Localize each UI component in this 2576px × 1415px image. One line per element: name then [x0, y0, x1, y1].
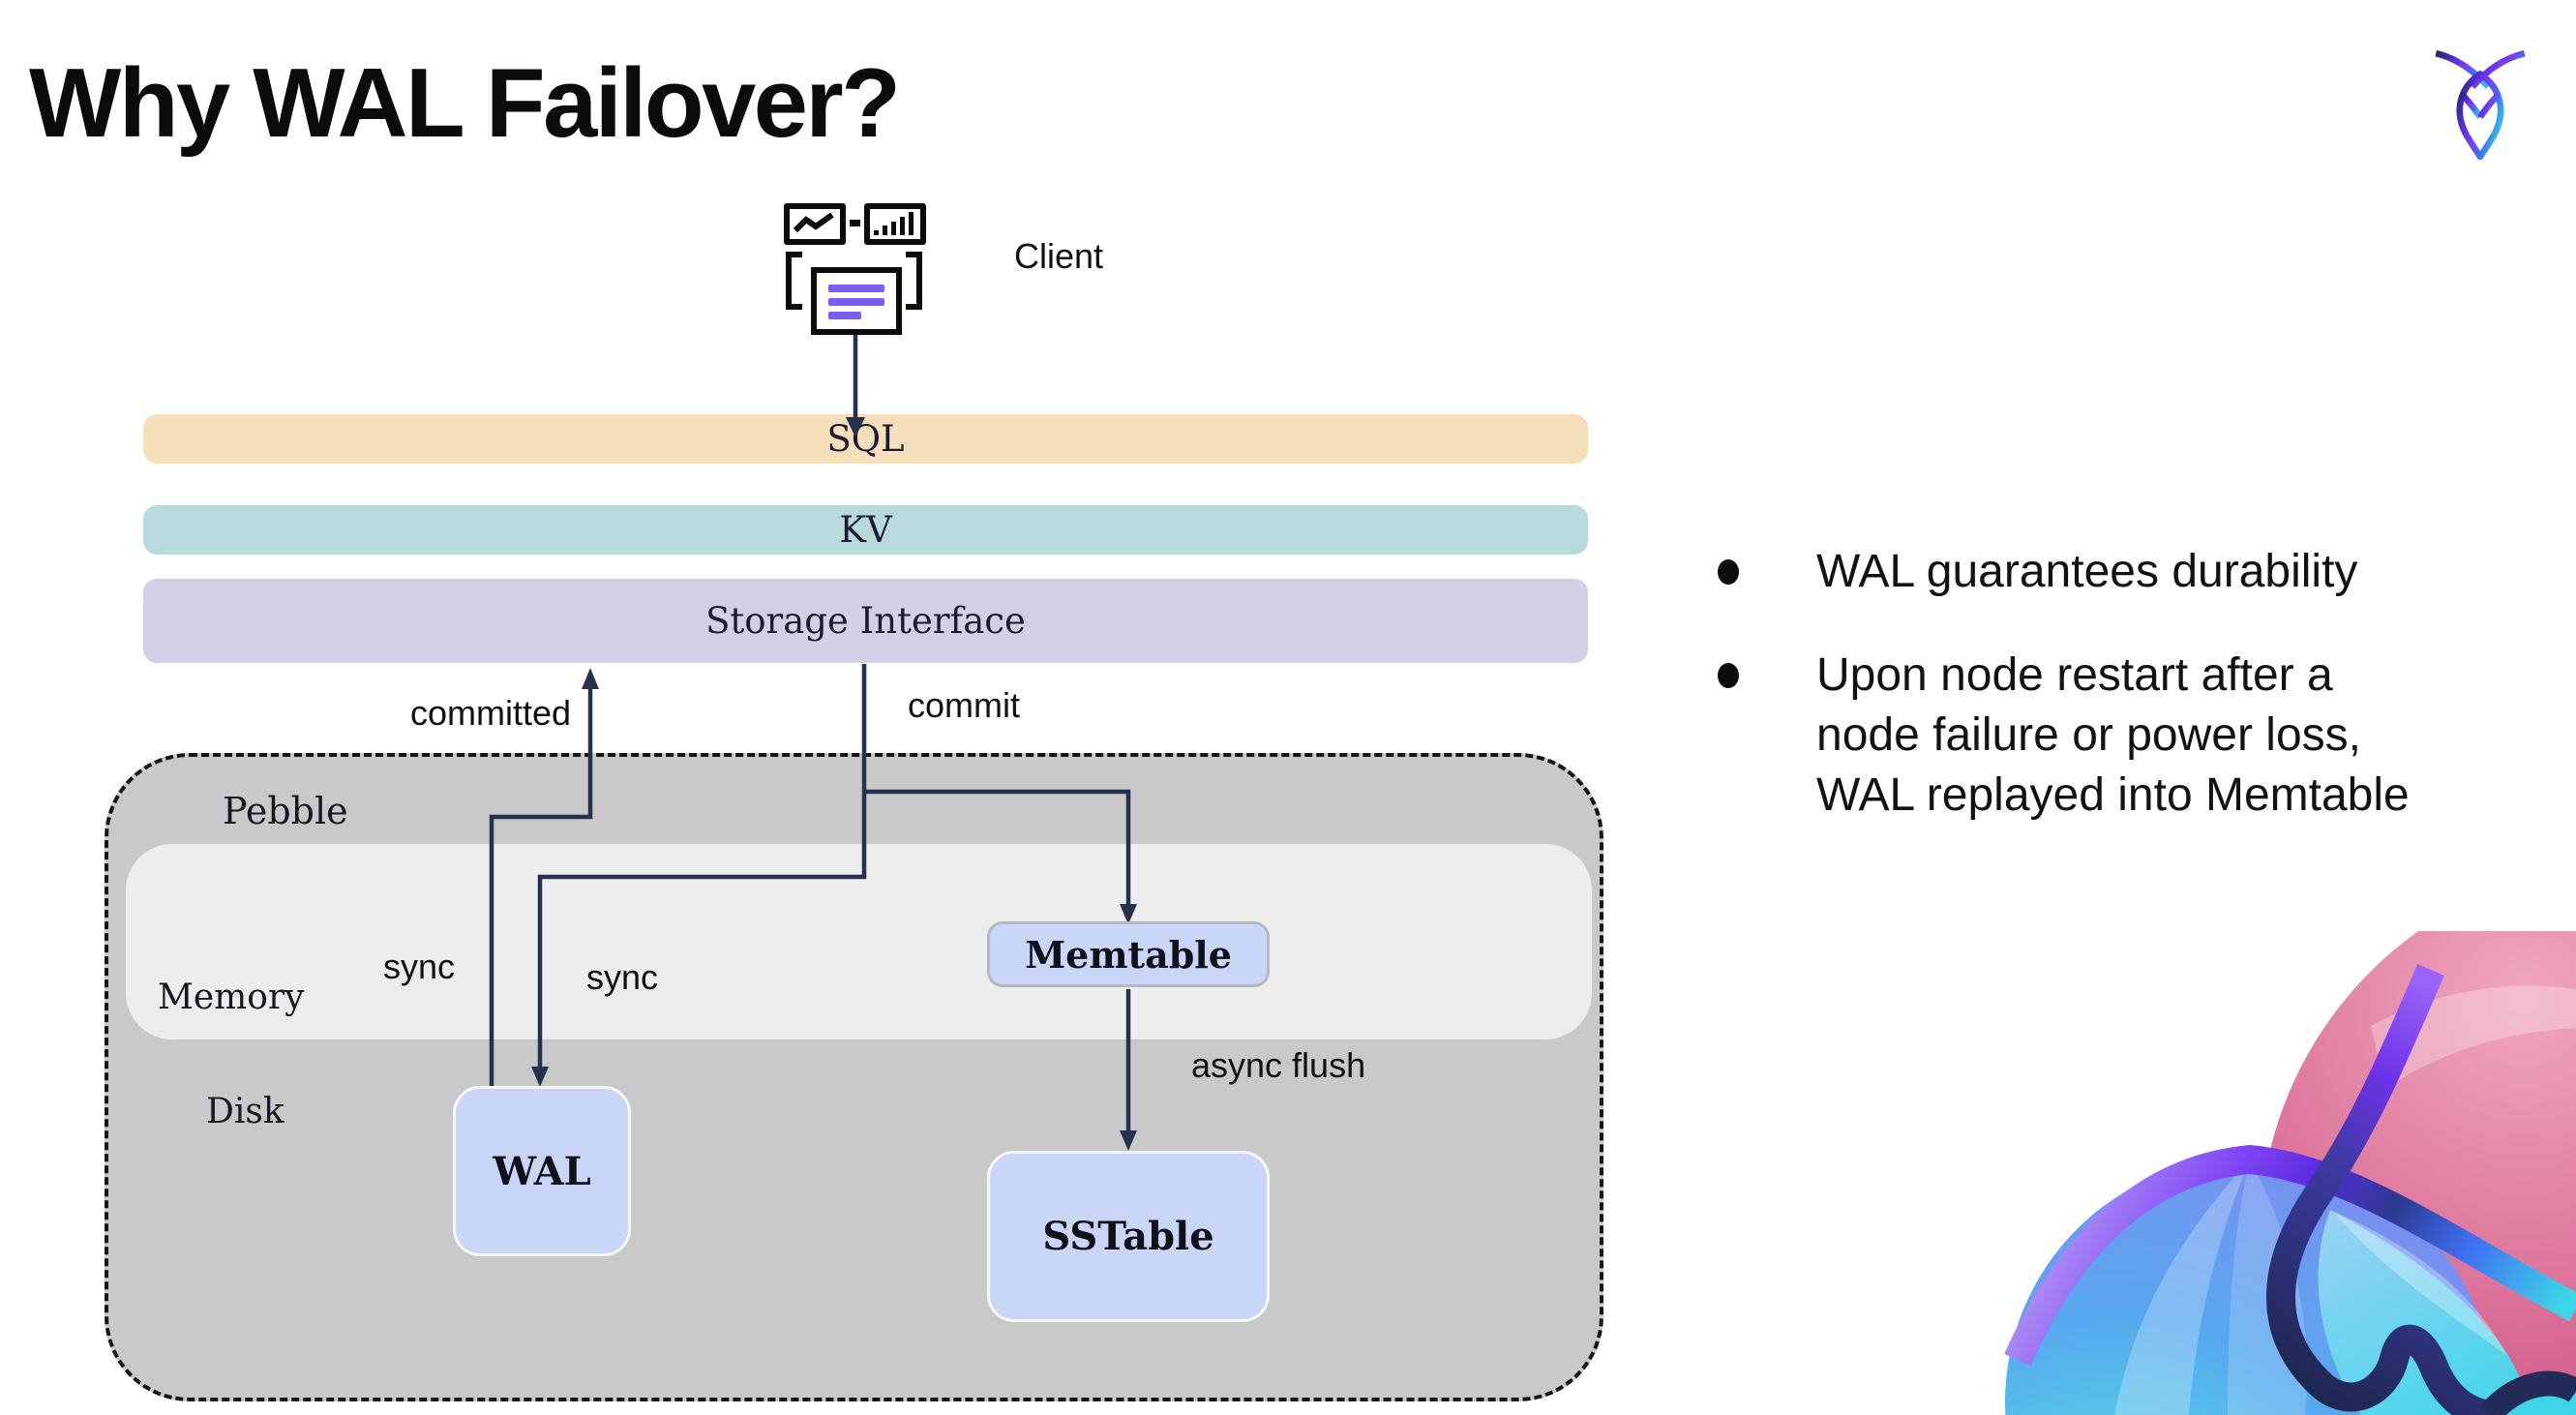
sync-wal-label: sync — [586, 957, 659, 997]
glyph-leaf — [2318, 1210, 2528, 1415]
wal-node: WAL — [453, 1086, 631, 1256]
layer-label-sql: SQL — [826, 418, 905, 460]
memory-label: Memory — [158, 978, 305, 1017]
brand-artwork — [2004, 931, 2576, 1415]
sstable-node: SSTable — [987, 1151, 1270, 1322]
antenna-stem-band — [2266, 964, 2493, 1415]
pebble-label: Pebble — [223, 790, 348, 832]
sync-committed-label: sync — [383, 947, 456, 986]
memtable-node: Memtable — [987, 921, 1270, 987]
memory-band — [126, 844, 1592, 1039]
bullet-list: WAL guarantees durability Upon node rest… — [1718, 542, 2492, 826]
corner-leaf — [2506, 1381, 2576, 1415]
client-line-chart-icon — [784, 203, 846, 245]
layer-label-kv: KV — [839, 509, 892, 551]
client-bracket-right — [906, 252, 922, 310]
bullet-item: Upon node restart after a node failure o… — [1718, 646, 2492, 826]
layer-bar-sql: SQL — [143, 414, 1588, 464]
commit-edge-label: commit — [908, 685, 1020, 725]
sphere-petal-highlight — [2114, 1159, 2250, 1415]
layer-bar-storage-interface: Storage Interface — [143, 579, 1588, 663]
sphere-petal-highlight — [2228, 1159, 2308, 1415]
memtable-label: Memtable — [1025, 932, 1232, 977]
client-document-icon — [811, 267, 902, 335]
pink-highlight — [2371, 985, 2576, 1089]
async-flush-label: async flush — [1191, 1045, 1366, 1085]
sstable-label: SSTable — [1042, 1214, 1214, 1259]
wal-label: WAL — [493, 1148, 591, 1194]
arrowhead-committed — [582, 668, 599, 689]
sphere-outline-band — [2004, 1144, 2576, 1367]
client-label: Client — [1014, 236, 1104, 276]
blue-sphere — [2005, 1158, 2495, 1415]
pink-sphere — [2260, 931, 2576, 1415]
bullet-text: WAL guarantees durability — [1816, 546, 2358, 597]
layer-label-storage-interface: Storage Interface — [705, 600, 1026, 642]
layer-bar-kv: KV — [143, 505, 1588, 555]
committed-edge-label: committed — [410, 693, 572, 733]
disk-label: Disk — [206, 1092, 285, 1131]
corner-band — [2478, 1370, 2576, 1415]
bullet-dot — [1718, 663, 1739, 688]
bullet-dot — [1718, 559, 1739, 585]
client-bar-chart-icon — [864, 203, 926, 245]
page-title: Why WAL Failover? — [29, 49, 901, 158]
cockroachdb-logo-icon — [2435, 49, 2526, 161]
bullet-text: Upon node restart after a node failure o… — [1816, 649, 2410, 821]
glyph-leaf-highlight — [2334, 1212, 2506, 1355]
bullet-item: WAL guarantees durability — [1718, 542, 2492, 602]
client-bracket-left — [786, 252, 802, 310]
client-icon-dash — [850, 220, 860, 226]
